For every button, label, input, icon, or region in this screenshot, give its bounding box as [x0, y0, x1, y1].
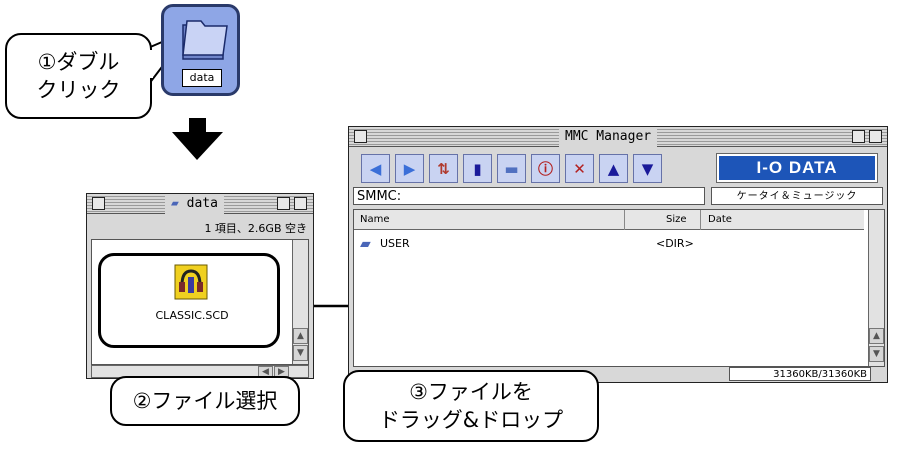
brand-tagline: ケータイ＆ミュージック [711, 187, 883, 205]
callout-text: ①ダブル [37, 50, 120, 74]
delete-icon[interactable]: ✕ [565, 154, 594, 183]
desktop-folder-data[interactable]: data [161, 4, 240, 96]
new-file-icon[interactable]: ▮ [463, 154, 492, 183]
callout-text: クリック [36, 78, 121, 102]
folder-icon: ▰ [171, 196, 179, 211]
zoom-box-icon[interactable] [294, 197, 307, 210]
finder-info: 1 項目、2.6GB 空き [204, 222, 307, 235]
row-size: <DIR> [656, 237, 694, 250]
desktop-icon-label: data [182, 69, 222, 87]
row-name: USER [380, 237, 410, 250]
folder-icon: ▰ [360, 236, 371, 252]
down-arrow-icon [172, 118, 223, 160]
sync-icon[interactable]: ⇅ [429, 154, 458, 183]
file-list: Name Size Date ▰ USER <DIR> ▲ ▼ [353, 209, 885, 367]
finder-scrollbar[interactable]: ▲ ▼ [292, 240, 308, 364]
mmc-toolbar: ◀▶⇅▮▬ⓘ✕▲▼ [361, 154, 662, 184]
scroll-down-icon[interactable]: ▼ [869, 346, 884, 362]
collapse-box-icon[interactable] [852, 130, 865, 143]
column-date[interactable]: Date [708, 214, 732, 225]
headphones-file-icon[interactable] [171, 263, 211, 301]
new-folder-icon[interactable]: ▬ [497, 154, 526, 183]
close-box-icon[interactable] [92, 197, 105, 210]
scroll-down-icon[interactable]: ▼ [293, 345, 308, 361]
callout-text: ②ファイル選択 [132, 389, 278, 413]
mmc-scrollbar[interactable]: ▲ ▼ [868, 210, 884, 366]
table-row[interactable]: ▰ USER <DIR> [354, 234, 864, 254]
collapse-box-icon[interactable] [277, 197, 290, 210]
callout-drag-drop: ③ファイルを ドラッグ&ドロップ [343, 370, 599, 442]
callout-text: ドラッグ&ドロップ [378, 408, 564, 432]
folder-icon [182, 20, 228, 60]
path-field[interactable]: SMMC: [353, 187, 705, 205]
forward-icon[interactable]: ▶ [395, 154, 424, 183]
list-header: Name Size Date [354, 210, 864, 230]
status-capacity: 31360KB/31360KB [729, 367, 871, 381]
info-icon[interactable]: ⓘ [531, 154, 560, 183]
column-name[interactable]: Name [360, 214, 390, 225]
callout-text: ③ファイルを [409, 380, 533, 404]
finder-titlebar[interactable]: ▰ data [87, 194, 313, 214]
mmc-titlebar[interactable]: MMC Manager [349, 127, 887, 147]
scroll-up-icon[interactable]: ▲ [293, 328, 308, 344]
mmc-manager-window: MMC Manager ◀▶⇅▮▬ⓘ✕▲▼ I-O DATA SMMC: ケータ… [348, 126, 888, 383]
scroll-up-icon[interactable]: ▲ [869, 328, 884, 344]
callout-select-file: ②ファイル選択 [110, 376, 300, 426]
mmc-title: MMC Manager [559, 127, 658, 147]
file-label: CLASSIC.SCD [155, 309, 229, 322]
io-data-logo: I-O DATA [716, 153, 878, 183]
finder-title: ▰ data [165, 194, 224, 214]
back-icon[interactable]: ◀ [361, 154, 390, 183]
column-size[interactable]: Size [666, 214, 687, 225]
close-box-icon[interactable] [354, 130, 367, 143]
callout-double-click: ①ダブル クリック [5, 33, 152, 119]
move-down-icon[interactable]: ▼ [633, 154, 662, 183]
file-selection-outline [98, 253, 280, 348]
move-up-icon[interactable]: ▲ [599, 154, 628, 183]
zoom-box-icon[interactable] [869, 130, 882, 143]
